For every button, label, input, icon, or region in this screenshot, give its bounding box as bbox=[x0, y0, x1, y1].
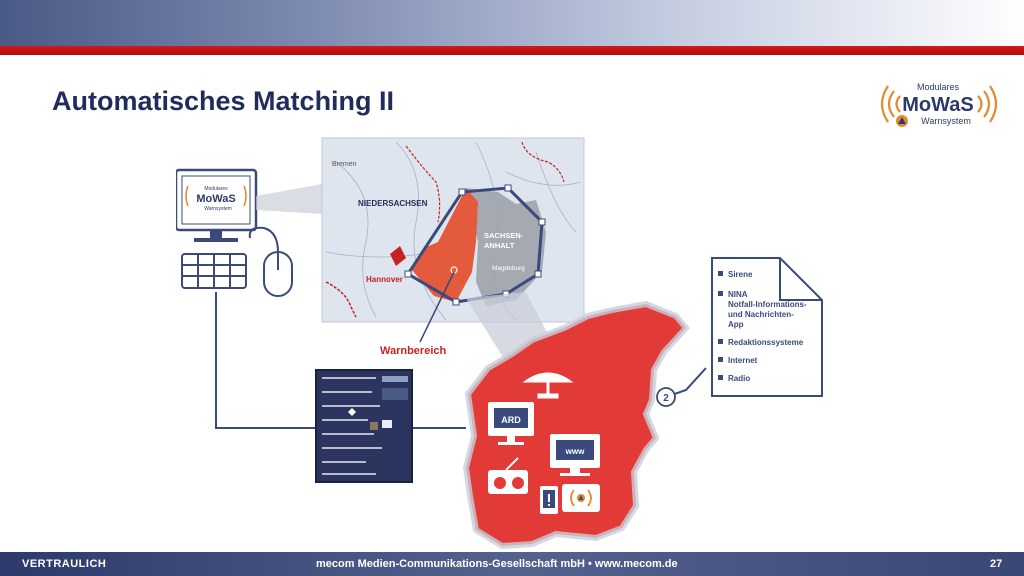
svg-text:MoWaS: MoWaS bbox=[196, 193, 235, 205]
logo-line2: MoWaS bbox=[902, 94, 973, 116]
map-region-sachsen-anhalt-1: SACHSEN- bbox=[484, 231, 524, 240]
keyboard-icon bbox=[181, 253, 247, 289]
page-title: Automatisches Matching II bbox=[52, 86, 395, 116]
footer-bar: VERTRAULICH mecom Medien-Communikations-… bbox=[0, 552, 1024, 576]
svg-text:Modulares: Modulares bbox=[204, 186, 228, 192]
tv-ard-icon: ARD bbox=[488, 402, 534, 445]
channel-item: Redaktionssysteme bbox=[728, 338, 804, 347]
logo-line1: Modulares bbox=[917, 82, 960, 92]
channel-item: Internet bbox=[728, 356, 758, 365]
matching-diagram: Modulares MoWaS Warnsystem bbox=[174, 137, 823, 550]
diagram-panel: Modulares MoWaS Warnsystem bbox=[174, 132, 862, 552]
warnbereich-pointer bbox=[419, 271, 455, 343]
channel-item: App bbox=[728, 320, 744, 329]
callout-badge: 2 bbox=[656, 387, 676, 407]
map-region-sachsen-anhalt-2: ANHALT bbox=[484, 241, 515, 250]
header-red-line bbox=[0, 46, 1024, 55]
header-band bbox=[0, 0, 1024, 46]
map-region-niedersachsen: NIEDERSACHSEN bbox=[358, 199, 428, 208]
map-city-magdeburg: Magdeburg bbox=[492, 265, 525, 272]
satellite-dish-icon bbox=[522, 372, 574, 399]
monitor-www-label: www bbox=[565, 447, 585, 456]
channel-document: Sirene NINA Notfall-Informations- und Na… bbox=[711, 257, 823, 397]
mowas-logo: Modulares MoWaS Warnsystem bbox=[880, 82, 998, 127]
signal-waves-left-icon bbox=[880, 85, 901, 123]
callout-number: 2 bbox=[663, 393, 669, 404]
channel-item: und Nachrichten- bbox=[728, 310, 794, 319]
channel-item: Notfall-Informations- bbox=[728, 300, 807, 309]
server-screen-icon bbox=[315, 369, 413, 483]
radio-icon bbox=[488, 457, 528, 494]
signal-waves-right-icon bbox=[977, 85, 998, 123]
civil-protection-emblem-icon bbox=[896, 115, 908, 127]
map-city-hannover: Hannover bbox=[366, 275, 403, 284]
channel-item: Sirene bbox=[728, 270, 753, 279]
map-panel: Bremen NIEDERSACHSEN SACHSEN- ANHALT Mag… bbox=[321, 137, 585, 323]
footer-page-number: 27 bbox=[990, 558, 1003, 570]
logo-line3: Warnsystem bbox=[921, 116, 971, 126]
siren-app-icon bbox=[562, 484, 600, 512]
map-city-bremen: Bremen bbox=[332, 161, 357, 168]
footer-confidential: VERTRAULICH bbox=[22, 558, 107, 570]
svg-text:Warnsystem: Warnsystem bbox=[204, 206, 232, 212]
mini-mowas-logo-icon: Modulares MoWaS Warnsystem bbox=[185, 185, 247, 212]
footer-company: mecom Medien-Communikations-Gesellschaft… bbox=[316, 558, 678, 570]
channel-item: Radio bbox=[728, 374, 750, 383]
tv-ard-label: ARD bbox=[501, 415, 521, 425]
workstation-icon: Modulares MoWaS Warnsystem bbox=[174, 168, 293, 297]
channel-item: NINA bbox=[728, 290, 748, 299]
monitor-www-icon: www bbox=[550, 434, 600, 476]
warnbereich-label: Warnbereich bbox=[380, 345, 447, 357]
mouse-icon bbox=[248, 226, 293, 297]
warning-region: ARD www bbox=[462, 300, 690, 550]
smartphone-icon bbox=[540, 486, 558, 514]
zoom-wedge bbox=[256, 184, 322, 214]
